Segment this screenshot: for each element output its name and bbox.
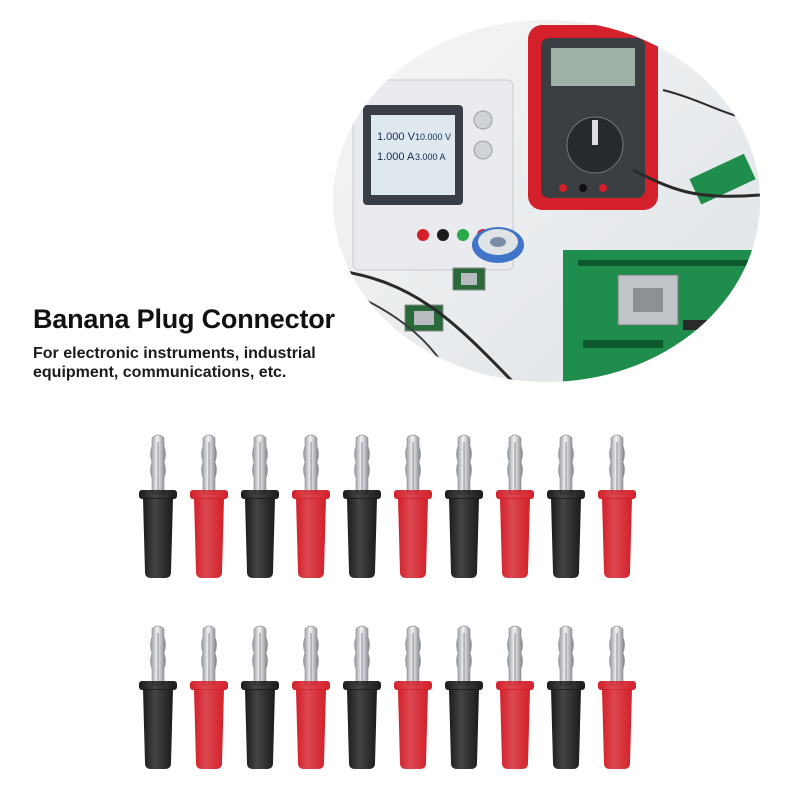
banana-plug-red — [597, 432, 637, 582]
solder-spool-icon — [472, 227, 524, 263]
ps-readout-3: 10.000 V — [415, 132, 451, 142]
banana-plug-red — [393, 623, 433, 773]
banana-plug-black — [342, 432, 382, 582]
chip-icon — [404, 267, 486, 332]
banana-plug-red — [495, 432, 535, 582]
banana-plug-black — [240, 623, 280, 773]
ps-readout-2: 1.000 A — [377, 151, 415, 163]
banana-plug-red — [393, 432, 433, 582]
banana-plug-red — [495, 623, 535, 773]
banana-plug-red — [597, 623, 637, 773]
banana-plug-black — [240, 432, 280, 582]
power-supply-icon: 1.000 V 1.000 A 10.000 V 3.000 A — [352, 79, 514, 271]
scene-illustration: 1.000 V 1.000 A 10.000 V 3.000 A — [333, 20, 760, 382]
banana-plug-black — [342, 623, 382, 773]
circuit-board-icon — [563, 153, 760, 382]
page-title: Banana Plug Connector — [33, 304, 335, 334]
banana-plug-red — [189, 623, 229, 773]
banana-plug-red — [291, 623, 331, 773]
ps-readout-4: 3.000 A — [415, 152, 446, 162]
plug-row-top — [0, 432, 800, 592]
plug-row-bottom — [0, 623, 800, 783]
page-subtitle: For electronic instruments, industrial e… — [33, 345, 316, 381]
banana-plug-black — [138, 623, 178, 773]
banana-plug-black — [138, 432, 178, 582]
banana-plug-black — [444, 432, 484, 582]
banana-plug-red — [291, 432, 331, 582]
banana-plug-black — [546, 623, 586, 773]
multimeter-icon — [528, 25, 658, 210]
banana-plug-red — [189, 432, 229, 582]
product-scene-photo: 1.000 V 1.000 A 10.000 V 3.000 A — [333, 20, 760, 382]
ps-readout-1: 1.000 V — [377, 131, 416, 143]
banana-plug-black — [444, 623, 484, 773]
banana-plug-black — [546, 432, 586, 582]
